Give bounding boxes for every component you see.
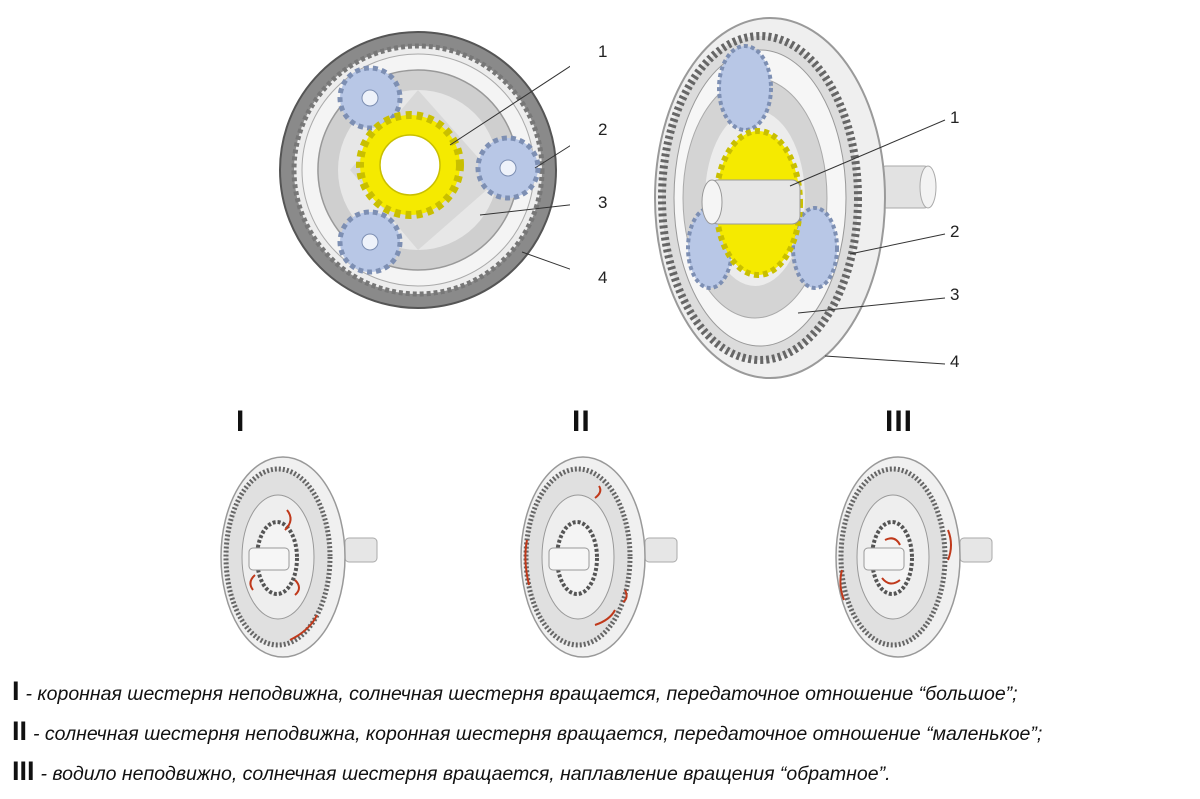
planetary-gear-front-view xyxy=(279,31,570,309)
callout-1-front: 1 xyxy=(598,42,608,61)
callout-1-iso: 1 xyxy=(950,108,960,127)
mode3-rotation-arrows xyxy=(839,529,952,601)
leader-lines-iso xyxy=(789,119,946,365)
caption-1-numeral: I xyxy=(12,676,20,706)
callout-4-iso: 4 xyxy=(950,352,960,371)
planet-gear-top xyxy=(337,65,403,131)
mode1-sun-gear xyxy=(248,520,299,596)
mode-heading-1: I xyxy=(236,405,246,438)
caption-mode-1: I- коронная шестерня неподвижна, солнечн… xyxy=(12,676,1018,707)
leader-lines xyxy=(449,65,570,270)
caption-2-numeral: II xyxy=(12,716,28,746)
mode1-rotation-arrows xyxy=(249,509,318,641)
planet-gears-iso xyxy=(686,44,839,290)
input-shaft-iso xyxy=(701,179,801,225)
callout-3-iso: 3 xyxy=(950,285,960,304)
callout-2-iso: 2 xyxy=(950,222,960,241)
callout-3-front: 3 xyxy=(598,193,608,212)
mode2-output-shaft xyxy=(644,537,678,563)
callout-2-front: 2 xyxy=(598,120,608,139)
mode3-sun-gear xyxy=(863,520,914,596)
mode2-sun-gear xyxy=(548,520,599,596)
caption-mode-3: III- водило неподвижно, солнечная шестер… xyxy=(12,756,891,787)
mode-diagram-1 xyxy=(220,456,378,658)
planet-gear-bottom xyxy=(337,209,403,275)
callout-4-front: 4 xyxy=(598,268,608,287)
planet-gear-right xyxy=(475,135,541,201)
mode3-output-shaft xyxy=(959,537,993,563)
caption-3-numeral: III xyxy=(12,756,35,786)
sun-gear xyxy=(356,111,464,219)
mode-heading-2: II xyxy=(572,405,591,438)
planetary-gear-isometric-view xyxy=(654,17,946,379)
caption-mode-2: II- солнечная шестерня неподвижна, корон… xyxy=(12,716,1042,747)
caption-2-text: - солнечная шестерня неподвижна, коронна… xyxy=(33,723,1043,745)
mode-diagram-3 xyxy=(835,456,993,658)
caption-1-text: - коронная шестерня неподвижна, солнечна… xyxy=(25,683,1018,705)
mode-diagram-2 xyxy=(520,456,678,658)
mode1-output-shaft xyxy=(344,537,378,563)
output-shaft xyxy=(879,165,937,209)
mode2-rotation-arrows xyxy=(524,485,628,626)
mode-heading-3: III xyxy=(885,405,914,438)
caption-3-text: - водило неподвижно, солнечная шестерня … xyxy=(40,763,891,785)
